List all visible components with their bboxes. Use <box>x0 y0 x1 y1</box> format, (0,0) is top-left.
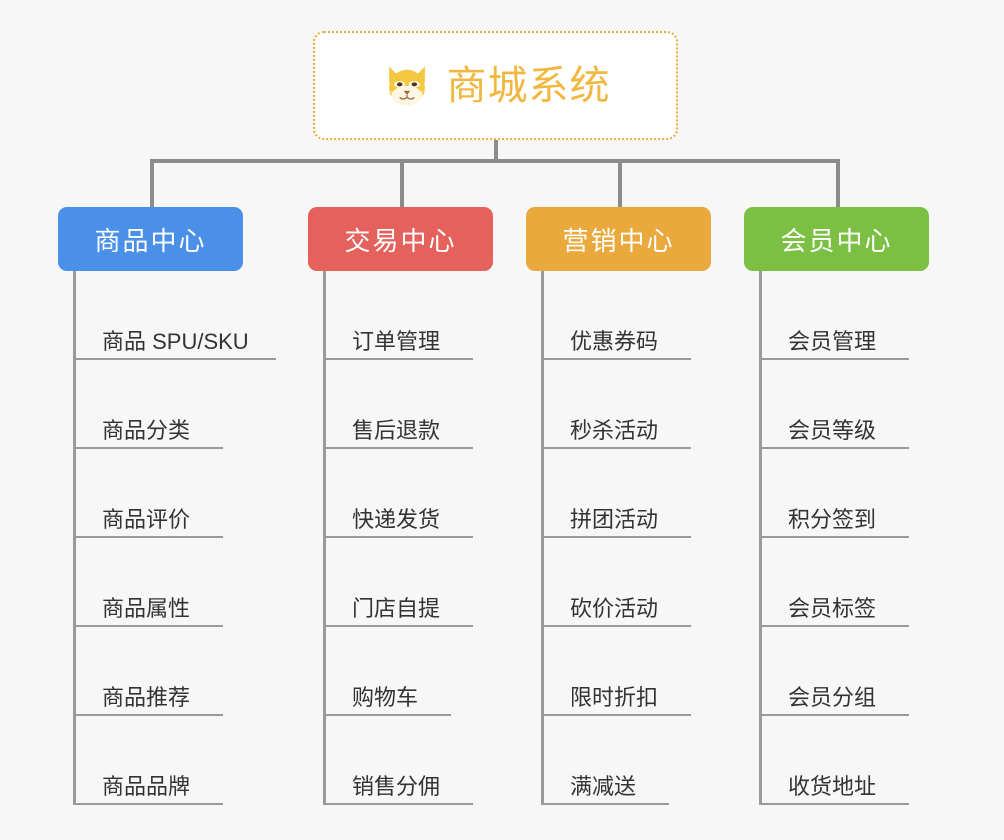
leaf-underline <box>541 358 691 360</box>
connector-drop-3 <box>618 159 622 209</box>
branch-column-3: 营销中心 优惠券码 秒杀活动 拼团活动 砍价活动 限时折扣 <box>526 207 726 805</box>
leaf-list-3: 优惠券码 秒杀活动 拼团活动 砍价活动 限时折扣 满减送 <box>526 271 726 805</box>
leaf-underline <box>323 625 473 627</box>
leaf-label: 售后退款 <box>352 417 441 443</box>
leaf-underline <box>759 447 909 449</box>
leaf-item[interactable]: 积分签到 <box>744 449 944 538</box>
branch-title-3: 营销中心 <box>562 225 675 256</box>
connector-drop-2 <box>400 159 404 209</box>
leaf-item[interactable]: 满减送 <box>526 716 726 805</box>
leaf-underline <box>759 625 909 627</box>
leaf-underline <box>759 536 909 538</box>
branch-column-4: 会员中心 会员管理 会员等级 积分签到 会员标签 会员分组 <box>744 207 944 805</box>
leaf-label: 商品推荐 <box>102 684 191 710</box>
branch-header-1[interactable]: 商品中心 <box>58 207 243 271</box>
leaf-underline <box>541 714 691 716</box>
leaf-label: 秒杀活动 <box>570 417 659 443</box>
branch-header-4[interactable]: 会员中心 <box>744 207 929 271</box>
leaf-item[interactable]: 订单管理 <box>308 271 508 360</box>
branch-title-4: 会员中心 <box>780 225 893 256</box>
leaf-item[interactable]: 砍价活动 <box>526 538 726 627</box>
leaf-item[interactable]: 售后退款 <box>308 360 508 449</box>
leaf-label: 门店自提 <box>352 595 441 621</box>
leaf-underline <box>541 447 691 449</box>
root-node-shop-system[interactable]: 商城系统 <box>313 31 678 140</box>
connector-horizontal-bus <box>150 159 838 163</box>
leaf-underline <box>759 358 909 360</box>
branch-title-1: 商品中心 <box>94 225 207 256</box>
leaf-item[interactable]: 秒杀活动 <box>526 360 726 449</box>
leaf-underline <box>541 536 691 538</box>
leaf-item[interactable]: 优惠券码 <box>526 271 726 360</box>
leaf-underline <box>73 625 223 627</box>
leaf-label: 商品属性 <box>102 595 191 621</box>
leaf-item[interactable]: 商品推荐 <box>58 627 258 716</box>
connector-root-stem <box>494 140 498 162</box>
leaf-label: 优惠券码 <box>570 328 659 354</box>
leaf-label: 商品评价 <box>102 506 191 532</box>
shiba-dog-face-icon <box>388 66 425 105</box>
leaf-underline <box>541 803 669 805</box>
leaf-label: 收货地址 <box>788 773 877 799</box>
leaf-underline <box>73 358 276 360</box>
leaf-item[interactable]: 限时折扣 <box>526 627 726 716</box>
leaf-label: 商品品牌 <box>102 773 191 799</box>
leaf-underline <box>759 714 909 716</box>
leaf-item[interactable]: 拼团活动 <box>526 449 726 538</box>
leaf-item[interactable]: 收货地址 <box>744 716 944 805</box>
leaf-underline <box>323 536 473 538</box>
leaf-item[interactable]: 商品分类 <box>58 360 258 449</box>
leaf-label: 会员分组 <box>788 684 877 710</box>
leaf-label: 会员标签 <box>788 595 877 621</box>
leaf-label: 满减送 <box>570 773 637 799</box>
leaf-underline <box>73 447 223 449</box>
leaf-item[interactable]: 商品品牌 <box>58 716 258 805</box>
branch-column-2: 交易中心 订单管理 售后退款 快递发货 门店自提 购物车 <box>308 207 508 805</box>
branch-header-3[interactable]: 营销中心 <box>526 207 711 271</box>
branch-column-1: 商品中心 商品 SPU/SKU 商品分类 商品评价 商品属性 商品推荐 <box>58 207 276 805</box>
leaf-label: 会员等级 <box>788 417 877 443</box>
leaf-item[interactable]: 商品评价 <box>58 449 258 538</box>
leaf-underline <box>323 714 451 716</box>
leaf-item[interactable]: 销售分佣 <box>308 716 508 805</box>
leaf-underline <box>323 358 473 360</box>
leaf-item[interactable]: 购物车 <box>308 627 508 716</box>
leaf-list-4: 会员管理 会员等级 积分签到 会员标签 会员分组 收货地址 <box>744 271 944 805</box>
leaf-item[interactable]: 会员分组 <box>744 627 944 716</box>
leaf-label: 积分签到 <box>788 506 877 532</box>
leaf-underline <box>73 714 223 716</box>
leaf-underline <box>323 447 473 449</box>
leaf-underline <box>323 803 473 805</box>
connector-drop-4 <box>836 159 840 209</box>
leaf-underline <box>73 803 223 805</box>
leaf-item[interactable]: 会员标签 <box>744 538 944 627</box>
leaf-label: 购物车 <box>352 684 419 710</box>
leaf-label: 商品分类 <box>102 417 191 443</box>
leaf-label: 订单管理 <box>352 328 441 354</box>
leaf-list-2: 订单管理 售后退款 快递发货 门店自提 购物车 销售分佣 <box>308 271 508 805</box>
leaf-underline <box>73 536 223 538</box>
leaf-list-1: 商品 SPU/SKU 商品分类 商品评价 商品属性 商品推荐 商品品牌 <box>58 271 276 805</box>
leaf-underline <box>541 625 691 627</box>
branch-header-2[interactable]: 交易中心 <box>308 207 493 271</box>
branch-title-2: 交易中心 <box>344 225 457 256</box>
leaf-label: 销售分佣 <box>352 773 441 799</box>
leaf-underline <box>759 803 909 805</box>
leaf-item[interactable]: 商品属性 <box>58 538 258 627</box>
leaf-item[interactable]: 门店自提 <box>308 538 508 627</box>
leaf-label: 限时折扣 <box>570 684 659 710</box>
leaf-label: 快递发货 <box>352 506 441 532</box>
leaf-label: 会员管理 <box>788 328 877 354</box>
leaf-label: 拼团活动 <box>570 506 659 532</box>
connector-drop-1 <box>150 159 154 209</box>
leaf-item[interactable]: 会员等级 <box>744 360 944 449</box>
leaf-label: 商品 SPU/SKU <box>102 328 249 354</box>
root-title: 商城系统 <box>446 63 611 108</box>
leaf-item[interactable]: 商品 SPU/SKU <box>58 271 276 360</box>
leaf-label: 砍价活动 <box>570 595 659 621</box>
leaf-item[interactable]: 会员管理 <box>744 271 944 360</box>
leaf-item[interactable]: 快递发货 <box>308 449 508 538</box>
